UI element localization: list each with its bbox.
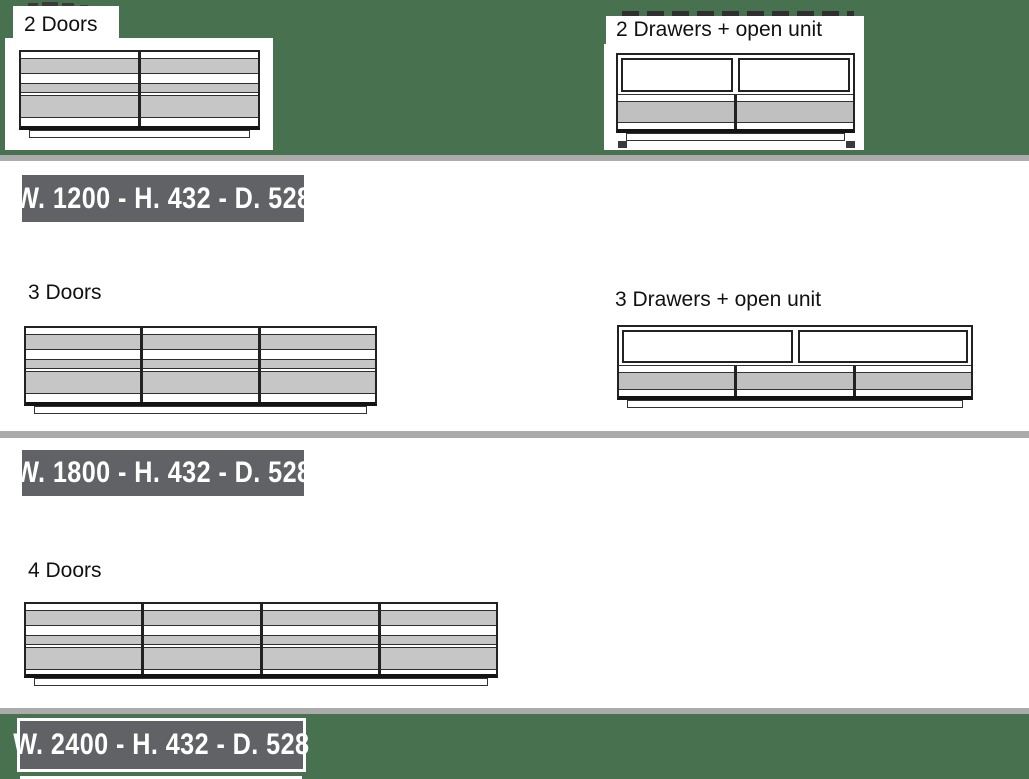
door-front [380,604,496,674]
drawer-front [619,366,735,396]
drawing-3-doors [24,326,377,414]
open-unit-row [618,55,853,92]
drawer-front [737,366,853,396]
section-divider-1 [0,155,1029,161]
door-front [21,52,138,126]
drawer-row [618,94,853,129]
variant-label-2-doors: 2 Doors [24,13,98,36]
foot-mark [846,141,855,148]
cabinet-body [24,602,498,678]
drawing-2-drawers-open-unit [616,53,855,141]
dimension-label-w1200: W. 1200 - H. 432 - D. 528 [15,175,311,222]
plinth [627,400,963,408]
open-compartment [797,330,968,363]
door-front [262,604,378,674]
label-backdrop [606,16,864,46]
cabinet-body [19,50,260,130]
door-front [143,328,258,402]
open-unit-row [619,327,971,363]
drawer-front [855,366,971,396]
plinth [626,133,845,141]
drawer-front [618,95,734,129]
print-artifact-cropped-text [622,11,854,18]
plinth [29,130,250,138]
label-backdrop [13,6,119,40]
section-divider-2 [0,431,1029,438]
cabinet-body [616,53,855,133]
cabinet-body [617,325,973,400]
cabinet-body [24,326,377,406]
dimension-text: W. 2400 - H. 432 - D. 528 [13,728,310,761]
print-artifact [20,776,302,779]
drawing-4-doors [24,602,498,686]
door-front [144,604,260,674]
door-front [26,328,141,402]
plinth [34,406,367,414]
dimension-label-w2400: W. 2400 - H. 432 - D. 528 [13,718,309,772]
foot-mark [618,141,627,148]
variant-label-2-drawers-open-unit: 2 Drawers + open unit [616,18,823,41]
plinth [34,678,488,686]
dimension-label-w1800: W. 1800 - H. 432 - D. 528 [15,450,311,496]
dimension-text: W. 1200 - H. 432 - D. 528 [14,181,312,215]
open-compartment [621,58,733,92]
drawer-front [737,95,853,129]
drawing-2-doors [19,50,260,138]
section-divider-3 [0,708,1029,714]
door-front [260,328,375,402]
door-front [26,604,142,674]
open-compartment [622,330,793,363]
open-compartment [738,58,850,92]
drawing-3-drawers-open-unit [617,325,973,408]
variant-label-3-drawers-open-unit: 3 Drawers + open unit [615,288,822,311]
variant-label-3-doors: 3 Doors [28,281,102,304]
variant-label-4-doors: 4 Doors [28,559,102,582]
drawer-row [619,365,971,396]
door-front [141,52,258,126]
dimension-text: W. 1800 - H. 432 - D. 528 [14,456,312,489]
